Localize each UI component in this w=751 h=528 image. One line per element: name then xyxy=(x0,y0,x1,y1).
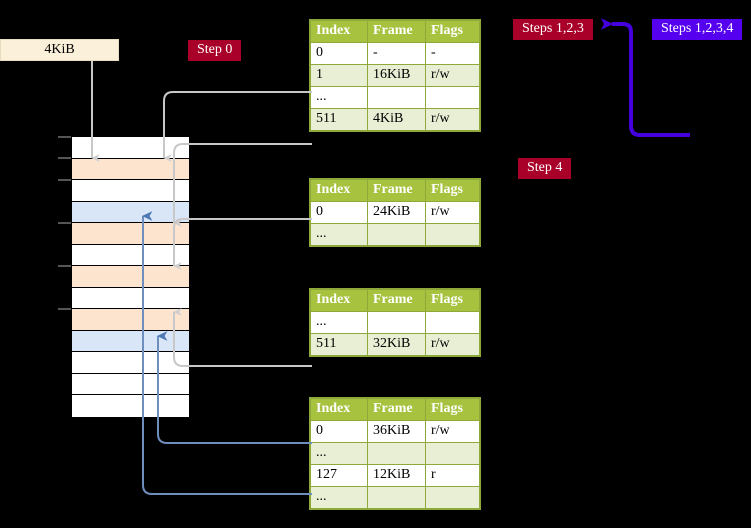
table-cell: - xyxy=(425,42,480,65)
table-header-index: Index xyxy=(310,289,368,312)
badge-step-0: Step 0 xyxy=(188,40,242,61)
table-cell xyxy=(367,223,426,246)
table-cell xyxy=(425,311,480,334)
table-cell: r/w xyxy=(425,201,480,224)
table-row: ... xyxy=(310,86,480,109)
wire-table0-row511-to-memory xyxy=(173,143,312,227)
memory-row-tick xyxy=(58,157,71,160)
memory-size-label: 4KiB xyxy=(0,39,119,61)
table-cell: 0 xyxy=(310,201,368,224)
table-cell: 0 xyxy=(310,42,368,65)
memory-row xyxy=(72,223,189,245)
table-cell xyxy=(367,86,426,109)
table-cell: 24KiB xyxy=(367,201,426,224)
table-row: 0-- xyxy=(310,42,480,65)
table-cell: 32KiB xyxy=(367,333,426,356)
table-header-frame: Frame xyxy=(367,179,426,202)
table-header-index: Index xyxy=(310,179,368,202)
memory-row xyxy=(72,158,189,180)
table-header-frame: Frame xyxy=(367,398,426,421)
table-header-index: Index xyxy=(310,20,368,43)
table-header-frame: Frame xyxy=(367,289,426,312)
table-header-flags: Flags xyxy=(425,289,480,312)
memory-row xyxy=(72,201,189,223)
table-cell: 1 xyxy=(310,64,368,87)
table-cell: ... xyxy=(310,442,368,465)
table-header-flags: Flags xyxy=(425,398,480,421)
table-header-flags: Flags xyxy=(425,179,480,202)
table-cell: 511 xyxy=(310,333,368,356)
memory-row-tick xyxy=(58,264,71,267)
memory-row xyxy=(72,137,189,159)
table-cell: r xyxy=(425,464,480,487)
table-cell: r/w xyxy=(425,333,480,356)
table-cell: r/w xyxy=(425,64,480,87)
badge-steps-1234: Steps 1,2,3,4 xyxy=(652,19,743,40)
wire-table2-row511-to-memory xyxy=(173,308,312,367)
table-cell: r/w xyxy=(425,108,480,131)
table-cell: ... xyxy=(310,311,368,334)
table-header-flags: Flags xyxy=(425,20,480,43)
table-cell: 127 xyxy=(310,464,368,487)
table-cell xyxy=(425,486,480,509)
memory-row xyxy=(72,373,189,395)
table-cell: 16KiB xyxy=(367,64,426,87)
table-cell: 12KiB xyxy=(367,464,426,487)
memory-row xyxy=(72,330,189,352)
table-cell: 511 xyxy=(310,108,368,131)
table-cell: ... xyxy=(310,486,368,509)
memory-row xyxy=(72,244,189,266)
memory-row-tick xyxy=(58,221,71,224)
memory-row xyxy=(72,395,189,417)
table-row: ... xyxy=(310,223,480,246)
badge-step-4: Step 4 xyxy=(518,158,572,179)
memory-row xyxy=(72,309,189,331)
table-cell: ... xyxy=(310,86,368,109)
table-header-index: Index xyxy=(310,398,368,421)
memory-grid xyxy=(71,136,190,417)
wire-table1-row0-to-memory xyxy=(173,218,312,270)
memory-row-tick xyxy=(58,307,71,310)
table-row: ... xyxy=(310,442,480,465)
table-cell: 0 xyxy=(310,420,368,443)
memory-row xyxy=(72,180,189,202)
table-cell: r/w xyxy=(425,420,480,443)
table-row: ... xyxy=(310,486,480,509)
table-cell xyxy=(425,442,480,465)
table-cell: - xyxy=(367,42,426,65)
table-cell xyxy=(367,486,426,509)
table-cell: ... xyxy=(310,223,368,246)
table-header-frame: Frame xyxy=(367,20,426,43)
memory-row xyxy=(72,266,189,288)
memory-row-tick xyxy=(58,136,71,138)
memory-row xyxy=(72,287,189,309)
table-cell xyxy=(425,86,480,109)
table-cell: 36KiB xyxy=(367,420,426,443)
wire-steps-loop xyxy=(600,18,690,137)
memory-row-tick xyxy=(58,178,71,181)
memory-row xyxy=(72,352,189,374)
table-row: ... xyxy=(310,311,480,334)
badge-steps-123: Steps 1,2,3 xyxy=(513,19,593,40)
table-cell xyxy=(367,442,426,465)
table-cell xyxy=(425,223,480,246)
table-cell: 4KiB xyxy=(367,108,426,131)
table-cell xyxy=(367,311,426,334)
